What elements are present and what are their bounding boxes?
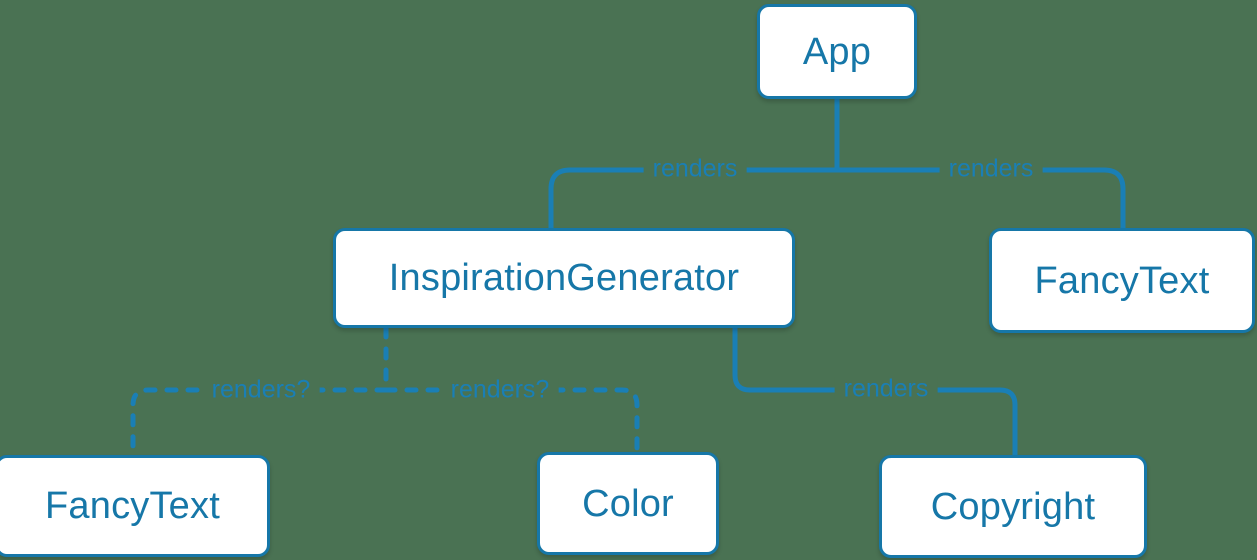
- node-copyright[interactable]: Copyright: [879, 455, 1147, 558]
- node-inspiration-generator[interactable]: InspirationGenerator: [333, 228, 795, 328]
- edge-label-app-to-inspiration-generator: renders: [643, 156, 747, 182]
- node-app-label: App: [802, 30, 872, 73]
- node-color-label: Color: [582, 482, 674, 525]
- node-copyright-label: Copyright: [930, 485, 1096, 528]
- edge-app-to-fancy-text-right: [834, 167, 1126, 231]
- edge-inspiration-generator-to-color: [383, 387, 640, 455]
- edge-label-inspiration-generator-to-color: renders?: [441, 377, 559, 403]
- edge-app-to-inspiration-generator: [548, 167, 840, 231]
- edge-label-app-to-fancy-text-right: renders: [939, 156, 1043, 182]
- node-fancy-text-right[interactable]: FancyText: [989, 228, 1255, 333]
- edge-label-inspiration-generator-to-fancy-text-bottom: renders?: [202, 377, 320, 403]
- edge-inspiration-generator-to-fancy-text-bottom: [130, 387, 389, 458]
- node-app[interactable]: App: [757, 4, 917, 99]
- node-fancy-text-bottom-label: FancyText: [45, 485, 220, 527]
- node-color[interactable]: Color: [537, 452, 719, 555]
- node-inspiration-generator-label: InspirationGenerator: [388, 257, 740, 299]
- node-fancy-text-bottom[interactable]: FancyText: [0, 455, 270, 557]
- node-fancy-text-right-label: FancyText: [1034, 259, 1210, 302]
- edge-label-inspiration-generator-to-copyright: renders: [834, 376, 938, 402]
